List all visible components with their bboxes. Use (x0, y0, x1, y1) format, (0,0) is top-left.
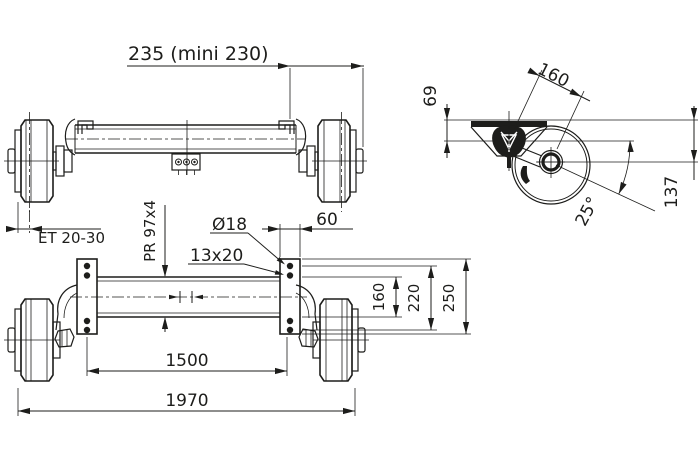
dim-label-137: 137 (662, 176, 682, 208)
dim-label-250: 250 (440, 284, 458, 313)
mounting-plate-right (279, 258, 301, 335)
dim-label-pr97x4: PR 97x4 (141, 200, 159, 262)
dim-holes-outer: 220 (405, 266, 435, 330)
leader-hole-dia: Ø18 (210, 215, 287, 267)
dim-label-60: 60 (316, 210, 338, 230)
spring-seat-right (278, 120, 295, 134)
wheel-assembly-right (295, 111, 368, 213)
dim-plate-height: 250 (440, 259, 470, 334)
dim-tube-profile: PR 97x4 (141, 200, 169, 332)
mounting-plate-left (76, 258, 98, 335)
front-view: 235 (mini 230) (3, 43, 368, 247)
drum-outline (511, 125, 591, 205)
dim-spring-centers: 1500 (86, 337, 288, 376)
leader-slot: 13x20 (188, 246, 285, 277)
wheel-assembly-left-plan (3, 284, 78, 382)
dim-label-dia18: Ø18 (212, 215, 247, 235)
wheel-assembly-left (3, 111, 76, 213)
dim-label-235: 235 (mini 230) (128, 43, 269, 65)
dim-label-160: 160 (370, 283, 388, 312)
rubber-torsion-element (492, 111, 526, 172)
dim-holes-inner: 160 (370, 277, 400, 317)
spring-seat-left (77, 120, 94, 134)
stub-axle (537, 147, 565, 178)
dim-label-1970: 1970 (165, 391, 208, 411)
dim-plane-to-hub: 137 (662, 106, 698, 208)
dim-wheel-offset: ET 20-30 (6, 202, 105, 247)
extension-lines (302, 258, 471, 335)
dim-label-13x20: 13x20 (190, 246, 243, 266)
swing-arm (516, 145, 543, 157)
dim-plate-width: 60 (262, 210, 353, 257)
dim-arm-angle: 25° (555, 139, 656, 230)
side-view: 69 137 (421, 59, 698, 230)
axle-tube (66, 120, 305, 175)
dim-label-69: 69 (421, 85, 441, 107)
brake-lever (520, 166, 530, 184)
dim-label-1500: 1500 (165, 351, 208, 371)
dim-plane-to-tube: 69 (421, 85, 451, 158)
dim-label-25deg: 25° (572, 194, 604, 230)
axle-tube-plan (70, 276, 307, 318)
cable-bracket (171, 153, 201, 175)
dim-label-160-arm: 160 (534, 59, 572, 92)
hanger-bracket-plate (471, 121, 547, 127)
dim-seat-to-hub: 235 (mini 230) (127, 43, 364, 147)
dim-overall-length: 1970 (17, 388, 356, 416)
dim-label-et: ET 20-30 (38, 229, 105, 247)
dim-label-220: 220 (405, 284, 423, 313)
wheel-assembly-right-plan (295, 284, 370, 382)
plan-view: 160 220 250 60 Ø18 (3, 200, 471, 416)
